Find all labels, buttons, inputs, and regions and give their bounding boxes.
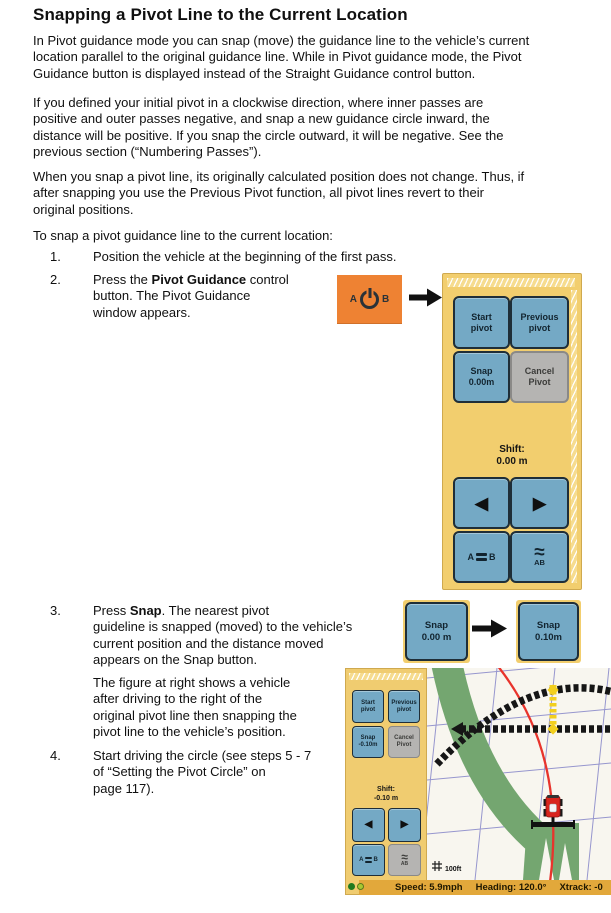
page-title: Snapping a Pivot Line to the Current Loc…	[33, 5, 408, 24]
status-speed: Speed: 5.9mph	[395, 882, 463, 893]
shift-readout: Shift:0.00 m	[443, 444, 581, 468]
right-arrow-icon: ▶	[400, 819, 409, 830]
step-3-pre: Press	[93, 603, 130, 618]
map-scale: 100ft	[432, 861, 462, 873]
step-2-number: 2.	[50, 272, 61, 287]
previous-pivot-button[interactable]: Previous pivot	[388, 690, 420, 723]
panel-hatch-top	[447, 278, 575, 287]
step-1-number: 1.	[50, 249, 61, 264]
pivot-icon-b: B	[382, 293, 390, 305]
step-3-post: . The nearest pivot guideline is snapped…	[93, 603, 353, 668]
step-2-bold: Pivot Guidance	[151, 272, 247, 287]
snap-button[interactable]: Snap -0.10m	[352, 726, 384, 758]
panel-hatch-top	[349, 673, 423, 680]
shift-label: Shift:	[499, 444, 525, 455]
paragraph-3: When you snap a pivot line, its original…	[33, 169, 525, 217]
step-3-number: 3.	[50, 603, 61, 618]
flow-arrow-icon	[409, 288, 443, 307]
shift-value: -0.10 m	[373, 794, 399, 802]
pivot-circle-icon	[360, 287, 379, 309]
step-3-bold: Snap	[129, 603, 162, 618]
paragraph-2: If you defined your initial pivot in a c…	[33, 95, 504, 160]
guidance-map: 100ft	[427, 668, 611, 880]
shift-value: 0.00 m	[496, 456, 528, 467]
shift-left-button[interactable]: ◀	[352, 808, 385, 842]
ab-curve-button[interactable]: ≈AB	[388, 844, 421, 876]
shift-left-button[interactable]: ◀	[453, 477, 510, 529]
original-pivot-path	[434, 684, 611, 767]
right-arrow-icon: ▶	[532, 493, 547, 513]
shift-readout: Shift:-0.10 m	[346, 786, 426, 803]
cancel-pivot-button[interactable]: Cancel Pivot	[510, 351, 569, 403]
pivot-guidance-line	[497, 668, 555, 880]
pivot-guidance-window-small: Start pivot Previous pivot Snap -0.10m C…	[345, 668, 427, 895]
path-arrowhead-icon	[451, 722, 463, 736]
step-2-text: Press the Pivot Guidance control button.…	[93, 272, 328, 321]
snap-before-chip: Snap 0.00 m	[403, 600, 470, 663]
flow-arrow-icon	[472, 619, 508, 638]
snap-button[interactable]: Snap 0.00m	[453, 351, 510, 403]
ab-curve-icon: ≈AB	[400, 849, 409, 867]
left-arrow-icon: ◀	[474, 493, 489, 513]
pivot-icon-a: A	[349, 293, 357, 305]
step-2-pre: Press the	[93, 272, 152, 287]
ab-curve-icon: ≈AB	[534, 542, 545, 568]
shift-right-button[interactable]: ▶	[388, 808, 421, 842]
previous-pivot-button[interactable]: Previous pivot	[510, 296, 569, 349]
step-4-text: Start driving the circle (see steps 5 - …	[93, 748, 312, 796]
panel-hatch-right	[571, 290, 577, 583]
step-1-text: Position the vehicle at the beginning of…	[93, 249, 397, 264]
status-dot-green	[348, 883, 355, 890]
snap-before-button[interactable]: Snap 0.00 m	[405, 602, 468, 661]
step-2-post: control button. The Pivot Guidance windo…	[93, 272, 289, 320]
map-scale-icon	[432, 861, 442, 871]
pivot-guidance-window: Start pivot Previous pivot Snap 0.00m Ca…	[442, 273, 582, 590]
shift-label: Shift:	[377, 786, 395, 793]
guidance-screen-figure: Start pivot Previous pivot Snap -0.10m C…	[345, 668, 611, 895]
ab-curve-button[interactable]: ≈AB	[510, 531, 569, 583]
step-3-text: Press Snap. The nearest pivot guideline …	[93, 603, 403, 669]
tractor-icon	[531, 795, 575, 829]
status-heading: Heading: 120.0°	[475, 882, 547, 893]
start-pivot-button[interactable]: Start pivot	[453, 296, 510, 349]
pivot-guidance-icon: A B	[349, 287, 390, 309]
map-scale-label: 100ft	[445, 866, 462, 873]
status-xtrack: Xtrack: -0	[559, 882, 603, 893]
snap-after-chip: Snap 0.10m	[516, 600, 581, 663]
paragraph-1: In Pivot guidance mode you can snap (mov…	[33, 33, 530, 81]
step-4-number: 4.	[50, 748, 61, 763]
status-dot-yellow	[357, 883, 364, 890]
pivot-guidance-button[interactable]: A B	[337, 275, 402, 323]
cancel-pivot-button[interactable]: Cancel Pivot	[388, 726, 420, 758]
snap-after-button[interactable]: Snap 0.10m	[518, 602, 579, 661]
step-3-figure-text: The figure at right shows a vehicle afte…	[93, 675, 297, 740]
left-arrow-icon: ◀	[364, 819, 373, 830]
start-pivot-button[interactable]: Start pivot	[352, 690, 384, 723]
status-bar: Speed: 5.9mph Heading: 120.0° Xtrack: -0	[359, 880, 611, 895]
paragraph-intro: To snap a pivot guidance line to the cur…	[33, 228, 333, 243]
shift-right-button[interactable]: ▶	[510, 477, 569, 529]
